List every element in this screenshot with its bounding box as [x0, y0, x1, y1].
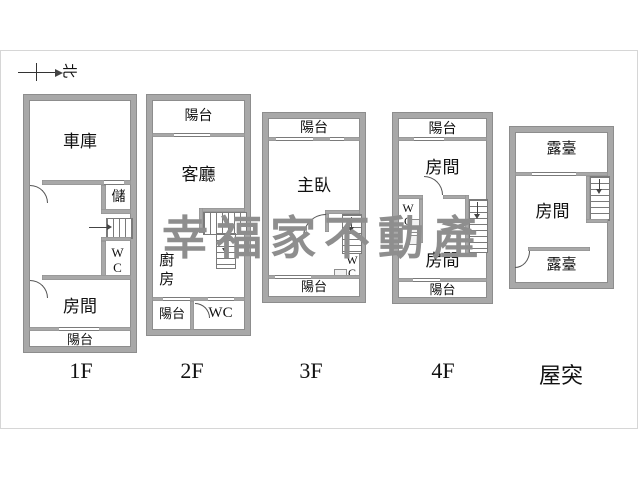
stair-arrow-head — [107, 224, 112, 230]
wall — [419, 199, 423, 243]
window-marker — [208, 297, 234, 301]
plan-3f: 陽台 主臥 WC 陽台 — [263, 113, 365, 302]
caption-1f: 1F — [69, 358, 93, 383]
room-label: 房間 — [63, 297, 97, 316]
wall — [586, 176, 590, 221]
compass-line — [18, 72, 58, 73]
door-arc — [424, 176, 443, 195]
plan-1f: 車庫 儲 WC 房間 陽台 — [24, 95, 136, 352]
wc-label: WC — [111, 245, 124, 275]
wall — [190, 301, 194, 330]
balcony-bottom-label: 陽台 — [429, 282, 456, 297]
terrace-top-label: 露臺 — [546, 141, 577, 157]
window-marker — [174, 133, 210, 137]
wall — [528, 247, 590, 251]
wall — [398, 278, 487, 282]
wall — [268, 275, 360, 279]
terrace-bottom-label: 露臺 — [546, 257, 577, 273]
room-label: 房間 — [535, 202, 570, 221]
sink-fixture — [410, 219, 420, 233]
room-bottom-label: 房間 — [425, 251, 460, 270]
wall — [101, 237, 131, 241]
balcony-top-label: 陽台 — [184, 109, 213, 124]
wall — [586, 219, 608, 223]
stairs — [590, 176, 610, 221]
door-arc — [30, 280, 48, 298]
wall — [398, 195, 423, 199]
stairs — [342, 214, 362, 254]
balcony-label: 陽台 — [66, 332, 93, 347]
balcony-bottom-label: 陽台 — [300, 279, 327, 294]
north-label: 北 — [60, 63, 77, 79]
wall — [465, 195, 469, 255]
wall — [42, 180, 131, 185]
window-marker — [59, 327, 99, 331]
storage-label: 儲 — [111, 190, 126, 205]
wall — [199, 208, 245, 212]
kitchen-label: 廚房 — [157, 252, 174, 290]
wall — [101, 241, 106, 280]
window-marker — [414, 137, 444, 141]
balcony-bottom-label: 陽台 — [158, 306, 185, 321]
caption-3f: 3F — [299, 358, 323, 383]
caption-4f: 4F — [431, 358, 455, 383]
compass-tick — [36, 63, 37, 81]
window-marker — [413, 278, 440, 282]
wall — [325, 214, 329, 232]
stair-arrow — [89, 227, 107, 228]
caption-2f: 2F — [180, 358, 204, 383]
window-marker — [276, 137, 313, 141]
stair-arrow-head — [474, 214, 480, 219]
caption-roof: 屋突 — [538, 363, 583, 388]
window-marker — [532, 172, 576, 176]
stair-arrow-head — [596, 189, 602, 194]
window-marker — [163, 297, 190, 301]
watermark-text: 幸福家不動產 — [162, 212, 486, 264]
stairs — [203, 212, 247, 235]
window-marker — [330, 137, 344, 141]
wall — [42, 275, 131, 280]
stair-arrow — [351, 217, 352, 228]
living-room-label: 客廳 — [181, 165, 216, 184]
wall — [443, 195, 469, 199]
stairs — [469, 199, 488, 253]
wall — [325, 210, 360, 214]
wc-label: WC — [402, 201, 414, 228]
garage-label: 車庫 — [63, 132, 97, 151]
stair-arrow-head — [222, 248, 228, 253]
window-marker — [275, 275, 311, 279]
room-top-label: 房間 — [425, 158, 460, 177]
stair-arrow — [225, 237, 226, 249]
master-bedroom-label: 主臥 — [297, 176, 331, 195]
door-arc — [30, 185, 48, 203]
wall — [101, 185, 106, 213]
plan-roof: 露臺 房間 露臺 — [510, 127, 613, 288]
balcony-top-label: 陽台 — [428, 122, 457, 137]
plan-2f: 陽台 客廳 廚房 陽台 WC — [147, 95, 250, 335]
wall — [199, 208, 203, 233]
balcony-top-label: 陽台 — [300, 121, 328, 136]
window-marker — [104, 180, 124, 185]
plan-4f: 陽台 房間 WC 房間 陽台 — [393, 113, 492, 303]
wall — [268, 137, 360, 141]
wc-label: WC — [208, 305, 233, 321]
north-arrow-icon — [55, 69, 63, 77]
wc-label: WC — [346, 253, 358, 280]
stair-arrow — [599, 179, 600, 190]
wall — [101, 209, 131, 214]
stair-arrow — [477, 202, 478, 215]
toilet-fixture — [409, 235, 420, 245]
wall — [152, 297, 245, 301]
stair-arrow-head — [348, 227, 354, 232]
